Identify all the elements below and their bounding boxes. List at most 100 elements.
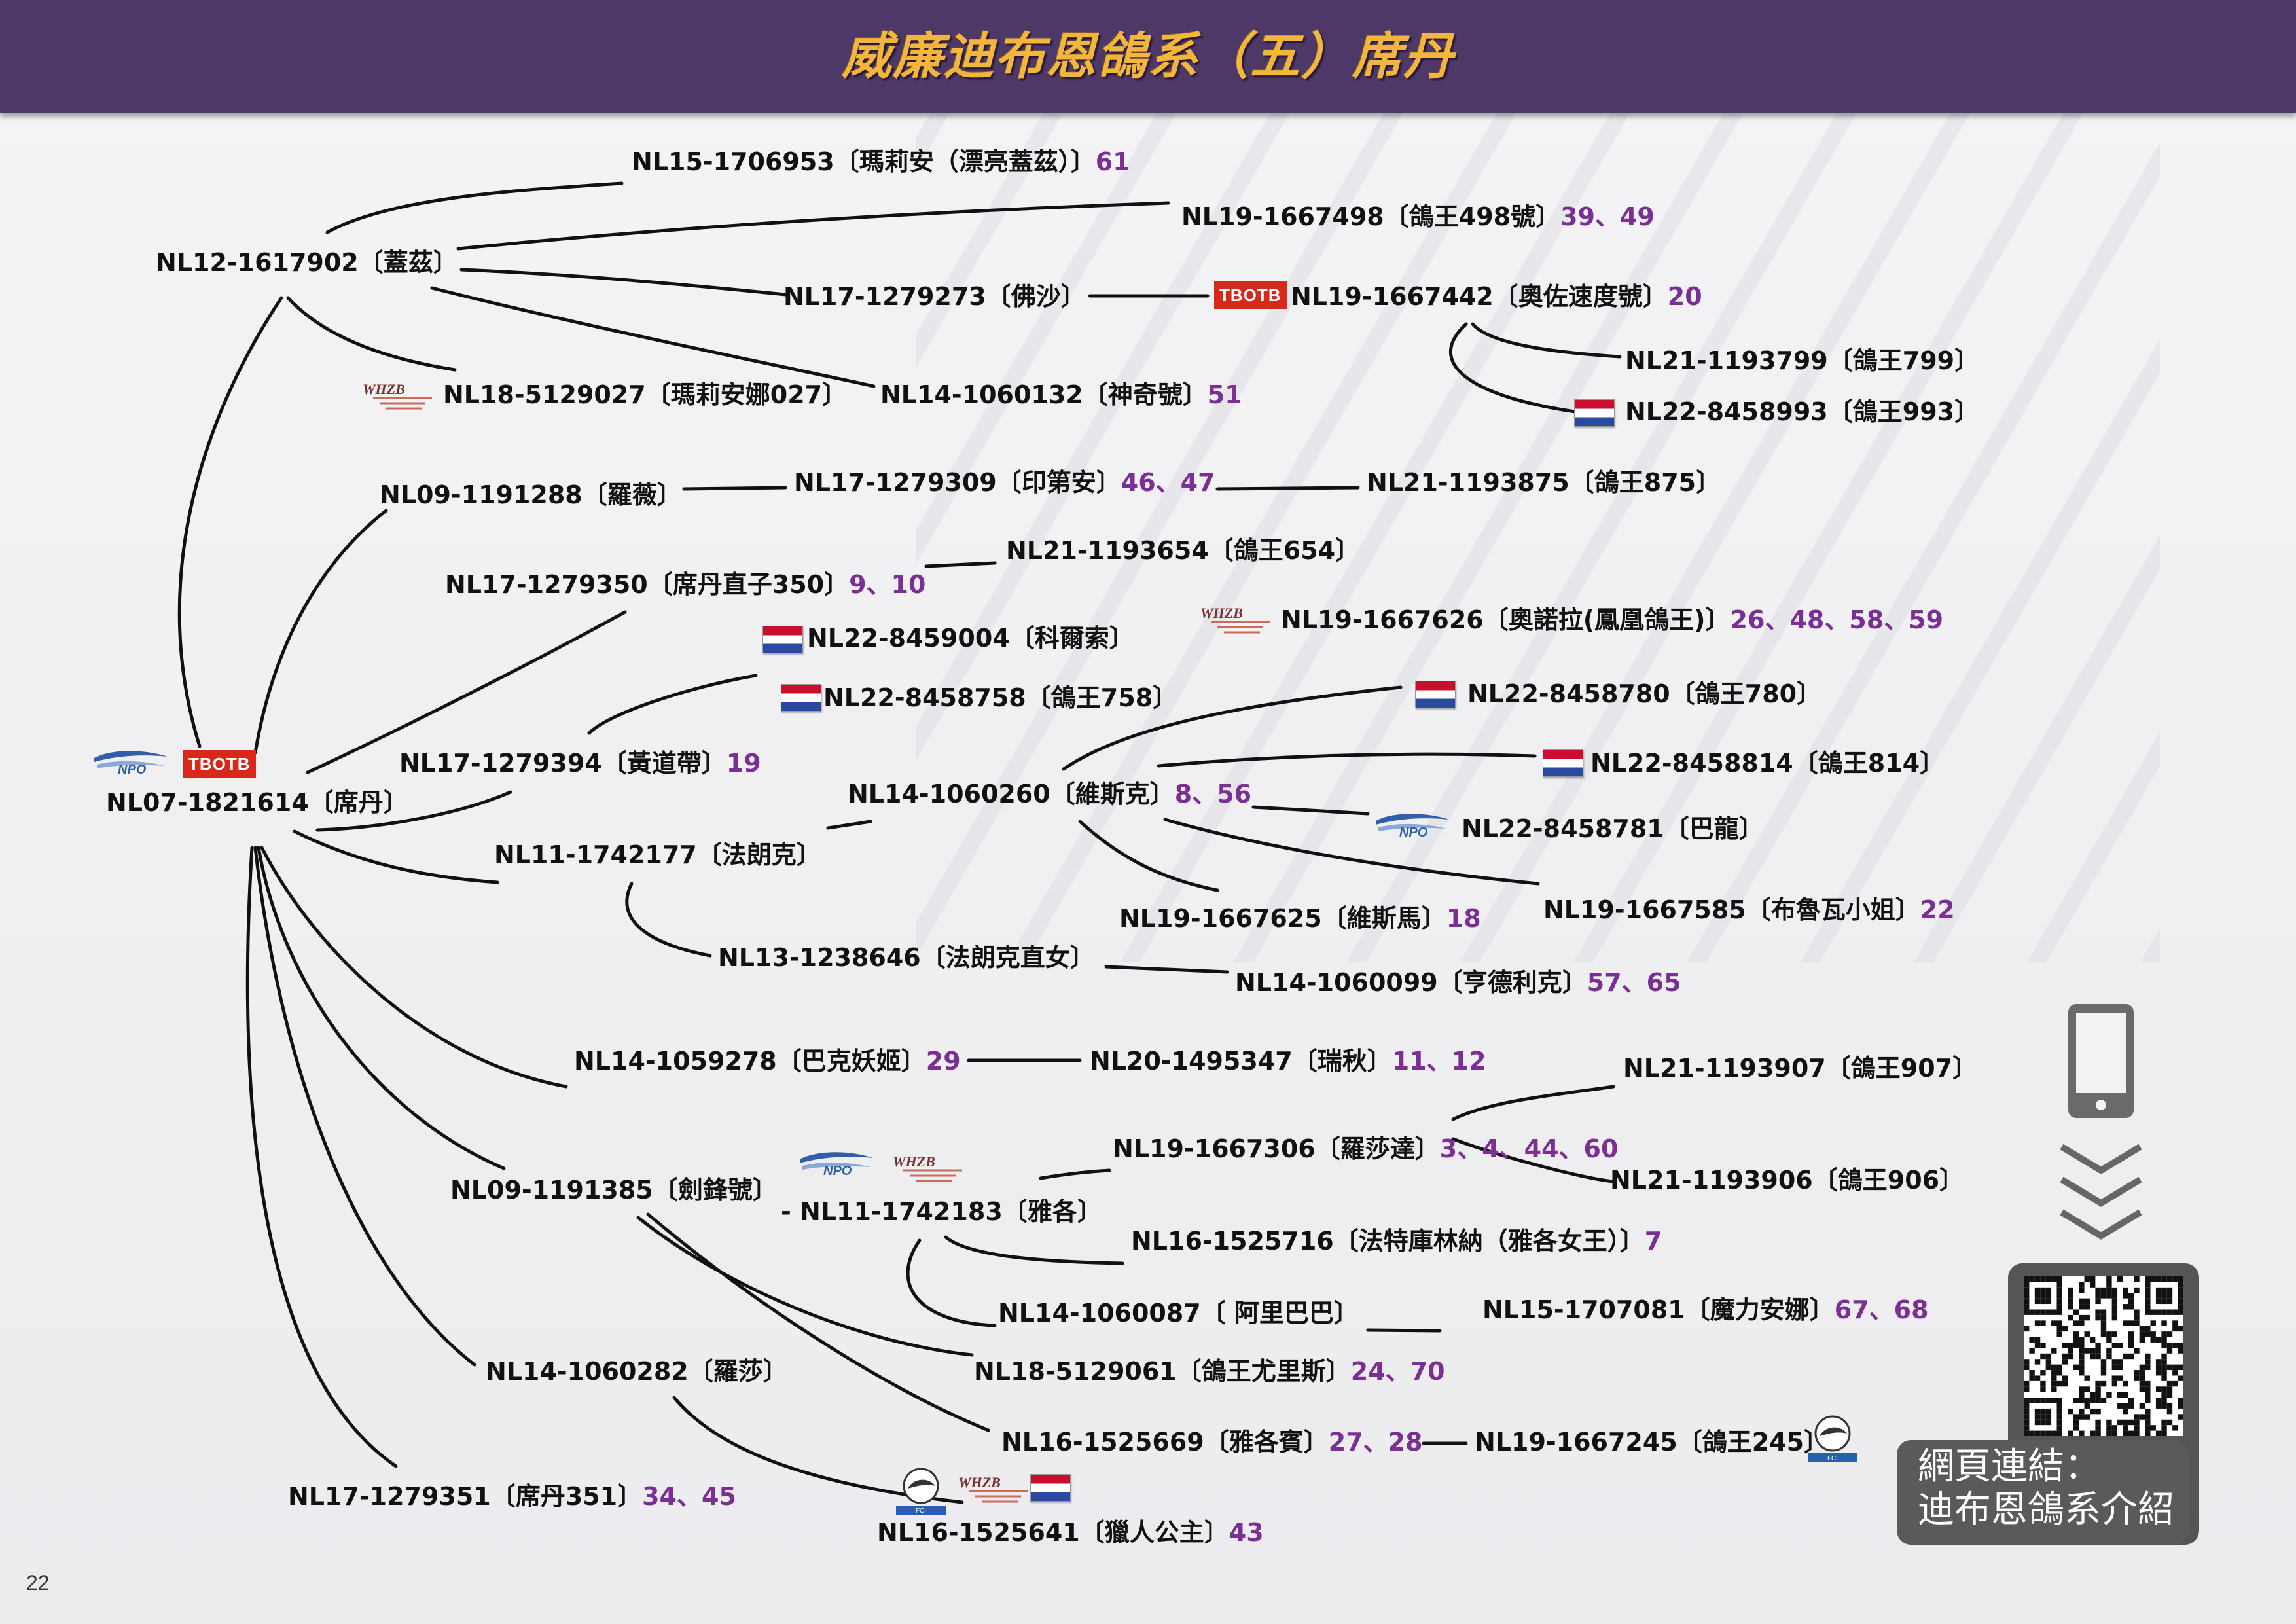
pigeon-name: 〔 阿里巴巴〕 xyxy=(1200,1299,1359,1327)
pigeon-node: NL19-1667306〔羅莎達〕3、4、44、60 xyxy=(1113,1134,1618,1164)
pigeon-ring: NL11-1742177 xyxy=(494,840,697,869)
fci-logo-text: FCI xyxy=(916,1507,926,1515)
pigeon-name: 〔鴿王993〕 xyxy=(1827,397,1980,426)
pigeon-node: NL11-1742177〔法朗克〕 xyxy=(494,840,821,870)
pigeon-ring: NL17-1279309 xyxy=(794,468,997,497)
pigeon-refs: 18 xyxy=(1446,904,1481,933)
pigeon-node: NL22-8459004〔科爾索〕 xyxy=(807,623,1134,653)
pigeon-node: NL17-1279351〔席丹351〕34、45 xyxy=(288,1481,736,1511)
pigeon-ring: NL16-1525669 xyxy=(1001,1428,1204,1456)
pigeon-refs: 26、48、58、59 xyxy=(1730,605,1944,634)
pigeon-node: NL17-1279309〔印第安〕46、47 xyxy=(794,467,1215,497)
pigeon-refs: 51 xyxy=(1207,380,1242,409)
pigeon-node: NL22-8458781〔巴龍〕 xyxy=(1462,814,1764,844)
npo-logo-text: NPO xyxy=(823,1164,852,1178)
pigeon-refs: 46、47 xyxy=(1121,468,1215,497)
pigeon-ring: - NL11-1742183 xyxy=(781,1197,1003,1226)
pigeon-node: NL12-1617902〔蓋茲〕 xyxy=(156,247,458,278)
whzb-logo-text: WHZB xyxy=(893,1153,935,1170)
pigeon-node: NL14-1060132〔神奇號〕51 xyxy=(880,380,1242,410)
whzb-logo-icon: WHZB xyxy=(1200,605,1270,634)
whzb-logo-icon: WHZB xyxy=(958,1474,1028,1503)
pigeon-name: 〔瑞秋〕 xyxy=(1292,1047,1392,1075)
pigeon-name: 〔科爾索〕 xyxy=(1009,624,1134,653)
netherlands-flag-icon xyxy=(1574,399,1615,427)
whzb-logo-icon: WHZB xyxy=(893,1153,962,1182)
npo-logo-text: NPO xyxy=(1399,825,1428,839)
pigeon-node: NL16-1525641〔獵人公主〕43 xyxy=(877,1517,1264,1547)
pigeon-name: 〔席丹351〕 xyxy=(490,1482,643,1511)
pigeon-name: 〔鴿王780〕 xyxy=(1670,679,1822,708)
pigeon-name: 〔巴克妖姬〕 xyxy=(776,1047,926,1075)
pigeon-node: NL16-1525669〔雅各賓〕27、28 xyxy=(1001,1427,1423,1457)
pigeon-ring: NL21-1193875 xyxy=(1367,468,1570,497)
pigeon-ring: NL17-1279351 xyxy=(288,1482,491,1511)
pigeon-ring: NL19-1667442 xyxy=(1291,282,1494,311)
pigeon-ring: NL18-5129061 xyxy=(974,1357,1177,1386)
pigeon-ring: NL09-1191385 xyxy=(450,1176,653,1204)
pigeon-ring: NL22-8458993 xyxy=(1625,397,1828,426)
pigeon-name: 〔羅莎〕 xyxy=(688,1357,788,1386)
pigeon-node: NL19-1667626〔奧諾拉(鳳凰鴿王)〕26、48、58、59 xyxy=(1281,605,1943,635)
pigeon-ring: NL14-1060087 xyxy=(998,1299,1201,1327)
pigeon-node: NL21-1193906〔鴿王906〕 xyxy=(1610,1165,1964,1195)
whzb-logo-icon: WHZB xyxy=(363,381,432,410)
pigeon-refs: 7 xyxy=(1644,1227,1662,1255)
pigeon-name: 〔羅薇〕 xyxy=(582,480,682,509)
pigeon-ring: NL14-1060260 xyxy=(848,780,1050,808)
qr-label-line1: 網頁連結： xyxy=(1918,1445,2101,1488)
pigeon-name: 〔黃道帶〕 xyxy=(601,749,726,778)
pigeon-ring: NL14-1059278 xyxy=(574,1047,777,1075)
pigeon-node: NL21-1193907〔鴿王907〕 xyxy=(1623,1053,1977,1083)
pigeon-ring: NL15-1707081 xyxy=(1482,1295,1685,1324)
netherlands-flag-icon xyxy=(781,684,821,712)
pigeon-ring: NL20-1495347 xyxy=(1090,1047,1293,1075)
pigeon-ring: NL14-1060282 xyxy=(486,1357,689,1386)
pigeon-refs: 27、28 xyxy=(1328,1428,1423,1456)
pigeon-node: NL19-1667442〔奧佐速度號〕20 xyxy=(1291,281,1702,312)
pigeon-name: 〔瑪莉安娜027〕 xyxy=(645,380,848,409)
whzb-logo-text: WHZB xyxy=(958,1474,1001,1490)
pigeon-ring: NL21-1193907 xyxy=(1623,1054,1826,1083)
pigeon-name: 〔雅各〕 xyxy=(1002,1197,1102,1226)
pigeon-node: NL09-1191385〔劍鋒號〕 xyxy=(450,1175,778,1205)
pigeon-name: 〔維斯克〕 xyxy=(1050,780,1175,808)
pigeon-node-root: NL07-1821614〔席丹〕 xyxy=(106,787,408,818)
pigeon-ring: NL17-1279394 xyxy=(399,749,602,778)
pigeon-name: 〔巴龍〕 xyxy=(1664,814,1764,843)
pigeon-ring: NL09-1191288 xyxy=(380,480,583,509)
pigeon-node: NL09-1191288〔羅薇〕 xyxy=(380,480,682,510)
pigeon-name: 〔鴿王758〕 xyxy=(1026,683,1178,712)
qr-link-panel[interactable] xyxy=(1897,1440,2189,1545)
pigeon-ring: NL21-1193799 xyxy=(1625,346,1828,375)
pigeon-node: NL15-1706953〔瑪莉安（漂亮蓋茲）〕61 xyxy=(632,147,1130,177)
pigeon-refs: 22 xyxy=(1920,895,1955,924)
pigeon-name: 〔奧諾拉(鳳凰鴿王)〕 xyxy=(1483,605,1731,634)
pigeon-ring: NL22-8458814 xyxy=(1590,749,1793,778)
pigeon-name: 〔鴿王875〕 xyxy=(1569,468,1721,497)
pigeon-name: 〔法朗克直女〕 xyxy=(920,943,1095,972)
pigeon-name: 〔魔力安娜〕 xyxy=(1685,1295,1835,1324)
pigeon-name: 〔蓋茲〕 xyxy=(358,248,458,277)
pigeon-ring: NL19-1667585 xyxy=(1543,895,1746,924)
pigeon-node: NL19-1667625〔維斯馬〕18 xyxy=(1119,903,1481,933)
pigeon-name: 〔佛沙〕 xyxy=(986,282,1086,311)
pigeon-node: NL14-1060087〔 阿里巴巴〕 xyxy=(998,1298,1359,1328)
pigeon-refs: 19 xyxy=(726,749,761,778)
pigeon-ring: NL17-1279350 xyxy=(445,570,648,599)
pigeon-refs: 29 xyxy=(925,1047,961,1075)
pigeon-name: 〔鴿王906〕 xyxy=(1812,1166,1965,1195)
pigeon-node: NL19-1667245〔鴿王245〕 xyxy=(1475,1427,1829,1457)
chevron-down-icon xyxy=(2060,1144,2142,1240)
pigeon-ring: NL16-1525641 xyxy=(877,1518,1080,1547)
pigeon-name: 〔鴿王907〕 xyxy=(1825,1054,1978,1083)
pigeon-node: NL22-8458993〔鴿王993〕 xyxy=(1625,397,1979,427)
qr-code-icon[interactable] xyxy=(2024,1276,2183,1436)
netherlands-flag-icon xyxy=(1543,749,1583,777)
pigeon-node: NL14-1060260〔維斯克〕8、56 xyxy=(848,779,1251,809)
pigeon-refs: 11、12 xyxy=(1391,1047,1486,1075)
pigeon-node: NL20-1495347〔瑞秋〕11、12 xyxy=(1090,1046,1486,1076)
whzb-logo-text: WHZB xyxy=(1200,605,1243,621)
npo-logo-icon: NPO xyxy=(94,751,168,776)
pigeon-ring: NL21-1193654 xyxy=(1006,536,1209,565)
